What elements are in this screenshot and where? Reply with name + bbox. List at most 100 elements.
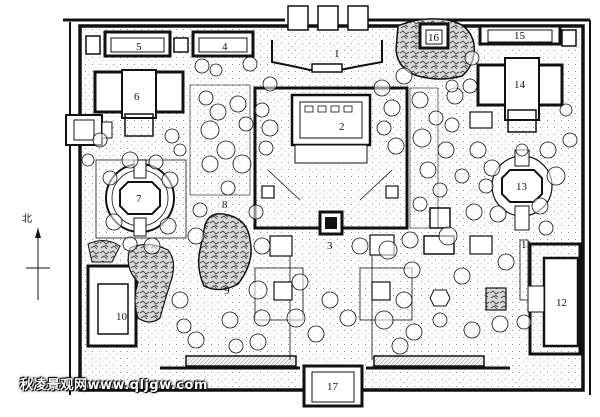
- tree-canopy: [516, 314, 532, 330]
- area-labels: 1 2 3 4 5 6 7 8 9 10 11 12 13 14 15 16 1…: [116, 30, 567, 393]
- label-area-6: 6: [134, 91, 140, 103]
- tree-canopy: [286, 308, 306, 328]
- tree-canopy: [221, 311, 239, 329]
- tree-canopy: [176, 318, 192, 334]
- tree-canopy: [469, 141, 487, 159]
- label-area-16: 16: [428, 32, 440, 44]
- tree-canopy: [291, 273, 309, 291]
- tree-canopy: [187, 227, 205, 245]
- tree-canopy: [307, 325, 325, 343]
- tree-canopy: [194, 58, 210, 74]
- rockery-8-9: [197, 213, 252, 291]
- tree-canopy: [238, 116, 254, 132]
- tree-canopy: [454, 168, 470, 184]
- tree-canopy: [539, 141, 557, 159]
- label-area-9: 9: [224, 285, 230, 297]
- tree-canopy: [464, 50, 480, 66]
- tree-canopy: [200, 120, 220, 140]
- tree-canopy: [445, 79, 459, 93]
- label-area-1: 1: [334, 48, 340, 60]
- tree-canopy: [258, 140, 274, 156]
- tree-canopy: [374, 310, 394, 330]
- building-10: [86, 240, 175, 348]
- building-15: [478, 24, 577, 47]
- tree-canopy: [351, 237, 369, 255]
- tree-canopy: [531, 197, 549, 215]
- tree-canopy: [102, 170, 118, 186]
- tree-canopy: [453, 267, 471, 285]
- tree-canopy: [373, 79, 391, 97]
- label-area-5: 5: [136, 41, 142, 53]
- tree-canopy: [159, 217, 177, 235]
- tree-canopy: [403, 261, 421, 279]
- label-area-10: 10: [116, 311, 128, 323]
- label-area-3: 3: [327, 240, 333, 252]
- tree-canopy: [164, 128, 180, 144]
- watermark: 秋凌景观网www.qljgw.com: [20, 378, 208, 393]
- tree-canopy: [419, 161, 437, 179]
- tree-canopy: [411, 91, 429, 109]
- tree-canopy: [405, 323, 423, 341]
- tree-canopy: [462, 78, 478, 94]
- tree-canopy: [463, 321, 481, 339]
- tree-canopy: [412, 196, 428, 212]
- building-6: [93, 69, 185, 137]
- tree-canopy: [92, 132, 108, 148]
- tree-canopy: [428, 110, 444, 126]
- tree-canopy: [376, 120, 392, 136]
- tree-canopy: [253, 237, 271, 255]
- tree-canopy: [395, 291, 413, 309]
- label-area-15: 15: [514, 30, 526, 42]
- label-area-8: 8: [222, 199, 228, 211]
- tree-canopy: [173, 143, 187, 157]
- tree-canopy: [216, 140, 236, 160]
- building-7: [95, 159, 187, 239]
- tree-canopy: [253, 309, 271, 327]
- tree-canopy: [546, 166, 566, 186]
- tree-canopy: [378, 240, 398, 260]
- tree-canopy: [161, 171, 179, 189]
- tree-canopy: [198, 90, 214, 106]
- tree-canopy: [248, 280, 268, 300]
- north-label: 北: [22, 213, 32, 225]
- tree-canopy: [262, 76, 278, 92]
- tree-canopy: [444, 117, 460, 133]
- building-3: [318, 210, 344, 236]
- building-5: [85, 30, 189, 58]
- trees: [81, 50, 578, 355]
- tree-canopy: [105, 213, 123, 231]
- tree-canopy: [220, 180, 236, 196]
- building-2: [253, 86, 409, 230]
- tree-canopy: [491, 315, 509, 333]
- tree-canopy: [261, 119, 279, 137]
- tree-canopy: [148, 154, 164, 170]
- tree-canopy: [171, 291, 189, 309]
- tree-canopy: [254, 102, 270, 118]
- building-17: [160, 355, 510, 408]
- tree-canopy: [209, 63, 223, 77]
- tree-canopy: [339, 309, 357, 327]
- north-arrow: 北: [22, 213, 50, 300]
- tree-canopy: [121, 151, 139, 169]
- tree-canopy: [228, 338, 244, 354]
- building-4: [191, 30, 255, 58]
- tree-canopy: [515, 143, 529, 157]
- building-13: [491, 149, 553, 231]
- tree-canopy: [232, 154, 252, 174]
- tree-canopy: [383, 99, 401, 117]
- tree-canopy: [478, 178, 494, 194]
- tree-canopy: [432, 312, 448, 328]
- tree-canopy: [229, 95, 247, 113]
- tree-canopy: [192, 202, 208, 218]
- tree-canopy: [391, 337, 409, 355]
- tree-canopy: [432, 182, 448, 198]
- tree-canopy: [143, 237, 161, 255]
- tree-canopy: [209, 103, 227, 121]
- tree-canopy: [438, 226, 458, 246]
- tree-canopy: [497, 253, 515, 271]
- building-12: [527, 242, 582, 356]
- label-area-11: 11: [521, 239, 532, 251]
- courtyard-paths: [189, 84, 529, 360]
- building-14: [476, 57, 564, 133]
